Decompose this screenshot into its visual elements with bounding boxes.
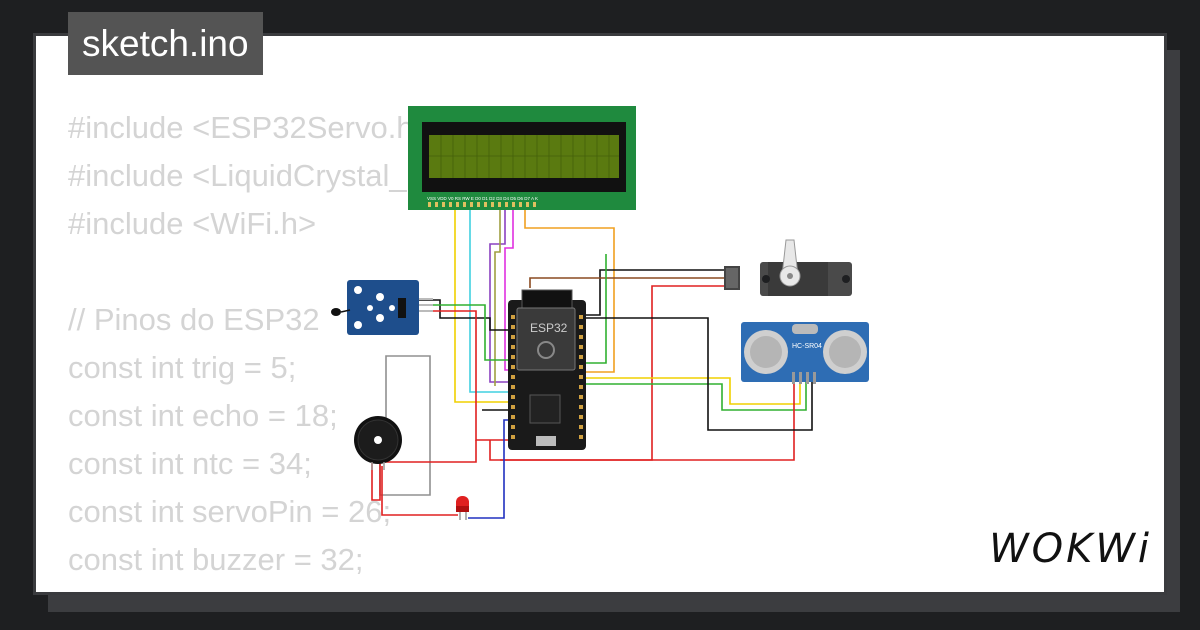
code-preview: #include <ESP32Servo.h>#include <LiquidC…: [68, 104, 499, 592]
code-line: #include <WiFi.h>: [68, 206, 317, 241]
wire-yellow-lcd: [454, 206, 510, 403]
esp32-label: ESP32: [530, 321, 568, 335]
wire-red-led: [381, 466, 458, 516]
hcsr04-sensor: [741, 322, 869, 384]
code-line: const int led = 33;: [68, 584, 499, 592]
wire-green-hcsr04: [585, 382, 807, 411]
esp32-board: [508, 289, 586, 450]
wire-black-ntc: [418, 299, 510, 331]
wire-yellow-hcsr04: [585, 377, 801, 405]
red-led: [456, 496, 469, 520]
ntc-sensor-module: [331, 280, 433, 335]
wire-red-buzzer: [371, 440, 477, 501]
wire-blue-led: [468, 419, 510, 519]
code-line: const int trig = 5;: [68, 350, 297, 385]
code-line: const int buzzer = 32;: [68, 542, 364, 577]
code-line: const int ntc = 34;: [68, 446, 312, 481]
buzzer: [354, 416, 402, 470]
code-line: const int echo = 18;: [68, 398, 338, 433]
lcd-pin-labels: VSS VDD V0 RS RW E D0 D1 D2 D3 D4 D5 D6 …: [427, 196, 538, 201]
wire-green-ntc: [418, 304, 510, 361]
wokwi-logo[interactable]: WOKWi: [989, 526, 1152, 572]
wire-black-hcsr04: [585, 317, 813, 431]
wire-orange-lcd: [524, 206, 615, 373]
wire-brown-servo: [529, 277, 724, 288]
code-line: // Pinos do ESP32: [68, 302, 320, 337]
file-tab[interactable]: sketch.ino: [68, 12, 263, 75]
hcsr04-label: HC-SR04: [792, 343, 822, 350]
wire-red-ntc: [418, 310, 510, 441]
lcd-display: [408, 106, 636, 210]
wire-olive-lcd: [494, 206, 501, 386]
wire-magenta-lcd: [504, 206, 514, 371]
code-line: const int servoPin = 26;: [68, 494, 392, 529]
servo-motor: [724, 239, 852, 296]
wire-purple-lcd: [489, 206, 510, 383]
code-line: #include <ESP32Servo.h>: [68, 110, 432, 145]
wire-red-hcsr04: [500, 382, 795, 461]
wire-cyan-lcd: [469, 206, 510, 393]
wire-green-servo: [585, 254, 607, 364]
wire-black-servo: [585, 269, 724, 316]
